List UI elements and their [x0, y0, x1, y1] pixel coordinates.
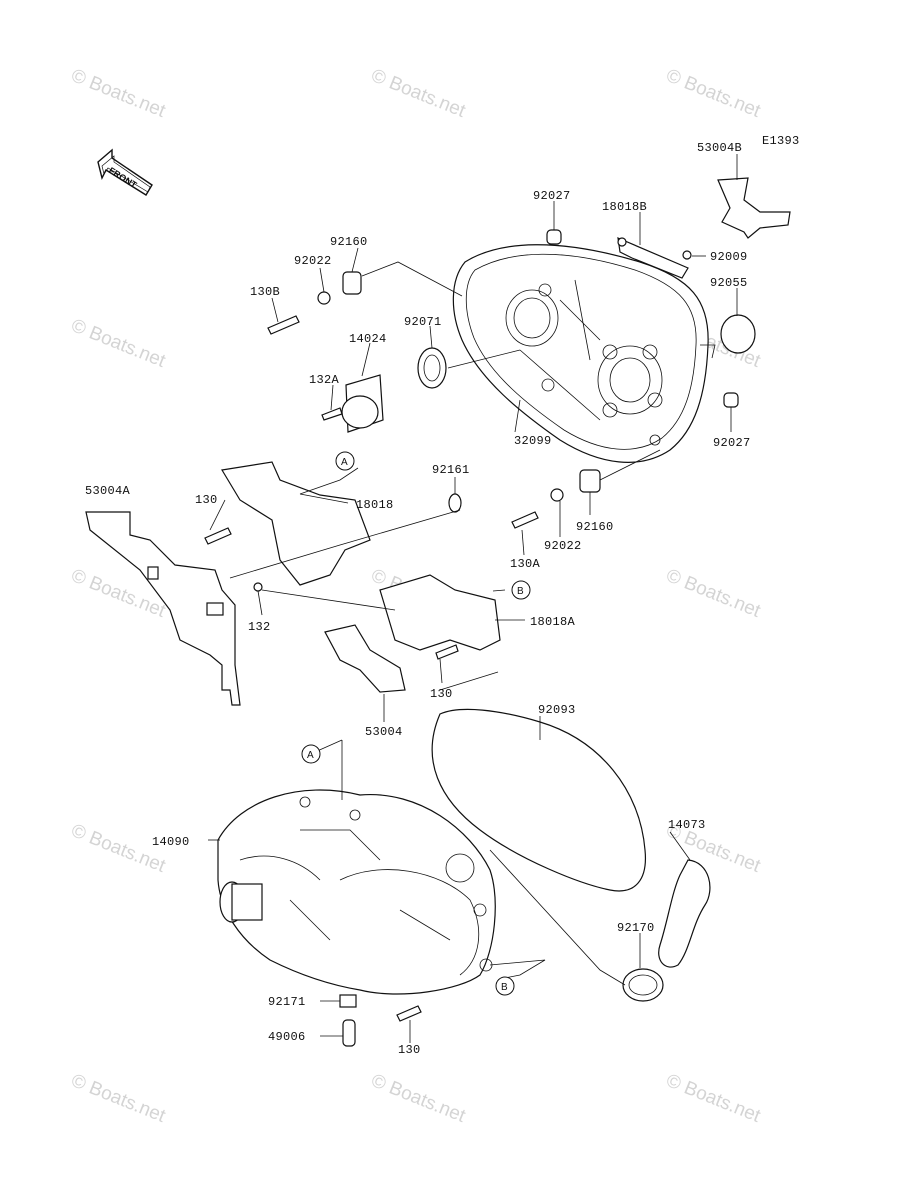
- part-label: 18018B: [602, 200, 647, 214]
- bracket-hole: [617, 237, 627, 247]
- cap-92027-top: [546, 229, 562, 245]
- bracket-18018B: [617, 237, 689, 279]
- part-label: 92160: [330, 235, 368, 249]
- part-label: 130A: [510, 557, 541, 571]
- callout-B-lower: B: [495, 976, 515, 996]
- cover-32099: [452, 244, 709, 463]
- part-label: 130B: [250, 285, 280, 299]
- leader-lines: [208, 154, 738, 1043]
- part-label: 130: [195, 493, 218, 507]
- front-arrow: FRONT: [97, 148, 153, 196]
- hose-14073: [658, 859, 711, 968]
- watermark: © Boats.net: [368, 65, 469, 122]
- part-label: 18018: [356, 498, 394, 512]
- part-label: 132A: [309, 373, 340, 387]
- gasket-92093: [431, 708, 647, 892]
- part-labels: 53004B 92027 18018B 92009 92160 92022 13…: [85, 141, 751, 1057]
- part-label: 130: [398, 1043, 421, 1057]
- bolt-130B: [267, 315, 300, 335]
- watermark: © Boats.net: [663, 565, 764, 622]
- part-label: 92027: [533, 189, 571, 203]
- clip-92171: [339, 994, 357, 1008]
- part-label: 92071: [404, 315, 442, 329]
- part-label: 92093: [538, 703, 576, 717]
- callout-label: B: [501, 982, 508, 993]
- watermark: © Boats.net: [68, 315, 169, 372]
- part-label: 14073: [668, 818, 706, 832]
- cap-49006: [342, 1019, 356, 1047]
- part-label: 92022: [294, 254, 332, 268]
- washer-92022-mid: [550, 488, 564, 502]
- part-label: 92027: [713, 436, 751, 450]
- screw-92009: [682, 250, 692, 260]
- watermark: © Boats.net: [68, 65, 169, 122]
- bolt-132: [253, 582, 263, 592]
- diagram-code: E1393: [762, 134, 800, 148]
- part-label: 18018A: [530, 615, 576, 629]
- plug-92161: [448, 493, 462, 513]
- bolt-130: [396, 1005, 422, 1022]
- shield-hole: [147, 566, 159, 580]
- part-label: 92009: [710, 250, 748, 264]
- bolt-130A: [511, 511, 539, 529]
- cap-92027-right: [723, 392, 739, 408]
- oring-92055: [720, 314, 756, 354]
- shield-53004B: [717, 177, 791, 239]
- callout-label: B: [517, 586, 524, 597]
- grommet-92160-mid: [579, 469, 601, 493]
- watermark: © Boats.net: [368, 1070, 469, 1127]
- washer-92022-top: [317, 291, 331, 305]
- bolt-132A: [321, 407, 343, 421]
- callout-A-lower: A: [301, 744, 321, 764]
- part-label: 92171: [268, 995, 306, 1009]
- part-label: 53004B: [697, 141, 742, 155]
- bolt-130: [435, 644, 459, 660]
- part-label: 53004: [365, 725, 403, 739]
- clamp-92170: [622, 968, 664, 1002]
- part-label: 14024: [349, 332, 387, 346]
- part-label: 92161: [432, 463, 470, 477]
- part-label: 14090: [152, 835, 190, 849]
- watermark: © Boats.net: [663, 65, 764, 122]
- part-label: 32099: [514, 434, 552, 448]
- part-label: 132: [248, 620, 271, 634]
- shield-53004: [324, 624, 406, 693]
- callout-A-upper: A: [335, 451, 355, 471]
- part-label: 92170: [617, 921, 655, 935]
- shield-hole: [206, 602, 224, 616]
- callout-label: A: [341, 457, 348, 468]
- part-label: 130: [430, 687, 453, 701]
- callout-label: A: [307, 750, 314, 761]
- bracket-18018: [221, 461, 371, 586]
- part-label: 49006: [268, 1030, 306, 1044]
- callout-B-upper: B: [511, 580, 531, 600]
- part-label: 53004A: [85, 484, 131, 498]
- watermark: © Boats.net: [68, 1070, 169, 1127]
- part-label: 92022: [544, 539, 582, 553]
- part-label: 92055: [710, 276, 748, 290]
- seal-92071: [417, 347, 447, 389]
- grommet-92160-top: [342, 271, 362, 295]
- bracket-18018A: [379, 574, 501, 651]
- part-label: 92160: [576, 520, 614, 534]
- housing-14090: [217, 789, 496, 995]
- bolt-130: [204, 527, 232, 545]
- watermark: © Boats.net: [663, 1070, 764, 1127]
